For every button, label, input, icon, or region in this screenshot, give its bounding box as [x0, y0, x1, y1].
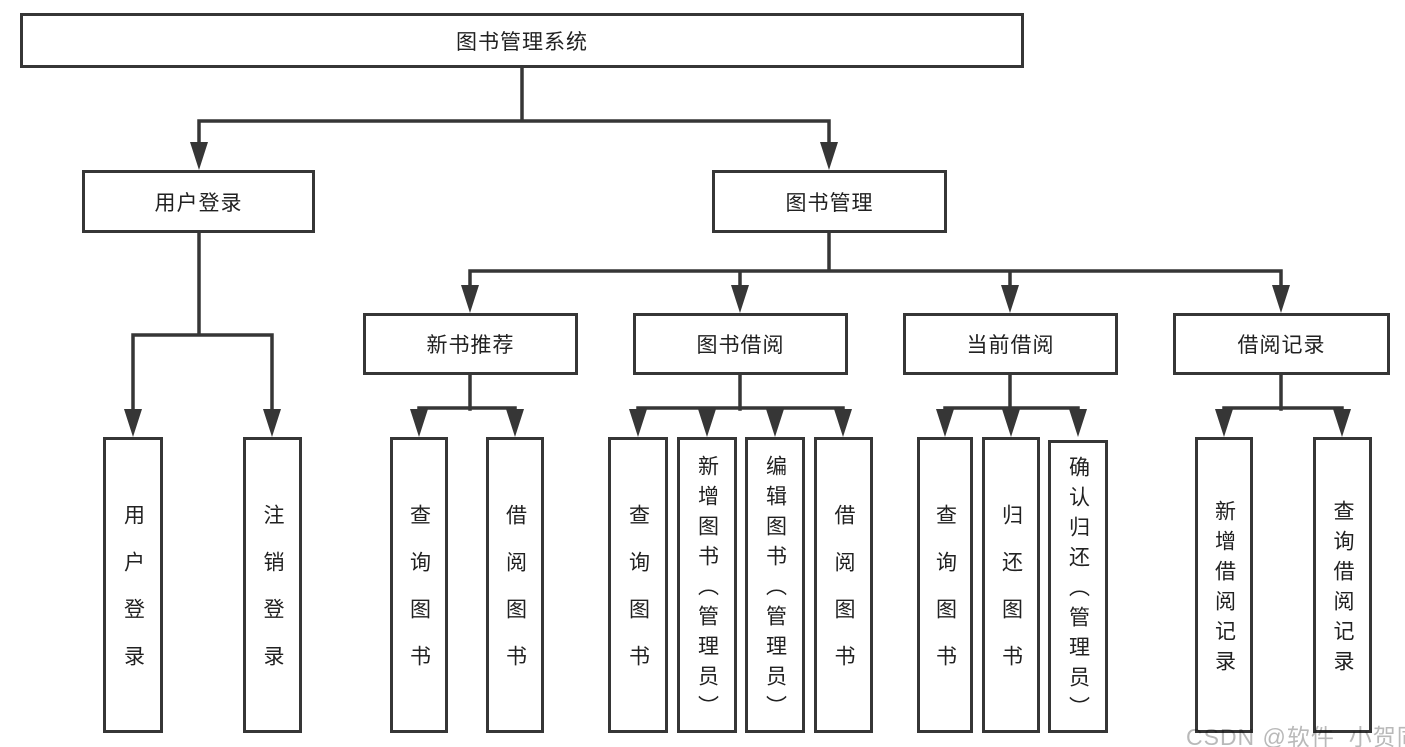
leaf-user-login: 用户登录 — [103, 437, 163, 733]
node-book-borrow: 图书借阅 — [633, 313, 848, 375]
leaf-query-borrow-record: 查询借阅记录 — [1313, 437, 1372, 733]
leaf-edit-book-admin: 编辑图书（管理员） — [745, 437, 805, 733]
node-new-book-recommend-label: 新书推荐 — [426, 334, 515, 357]
leaf-confirm-return-admin-label: 确认归还（管理员） — [1066, 456, 1090, 726]
node-current-borrow: 当前借阅 — [903, 313, 1118, 375]
leaf-query-book-1: 查询图书 — [390, 437, 448, 733]
leaf-query-borrow-record-label: 查询借阅记录 — [1331, 499, 1354, 680]
leaf-borrow-book-2: 借阅图书 — [814, 437, 873, 733]
node-book-management: 图书管理 — [712, 170, 947, 233]
leaf-query-book-1-label: 查询图书 — [407, 504, 431, 692]
leaf-confirm-return-admin: 确认归还（管理员） — [1048, 440, 1108, 733]
node-book-borrow-label: 图书借阅 — [696, 334, 785, 357]
node-root: 图书管理系统 — [20, 13, 1024, 68]
leaf-logout-label: 注销登录 — [261, 504, 284, 692]
leaf-borrow-book-2-label: 借阅图书 — [832, 504, 855, 692]
node-book-management-label: 图书管理 — [785, 191, 874, 215]
leaf-query-book-2-label: 查询图书 — [626, 504, 650, 692]
leaf-return-book-label: 归还图书 — [999, 504, 1023, 692]
leaf-query-book-2: 查询图书 — [608, 437, 668, 733]
leaf-add-book-admin-label: 新增图书（管理员） — [695, 454, 719, 725]
node-new-book-recommend: 新书推荐 — [363, 313, 578, 375]
node-user-login-label: 用户登录 — [154, 191, 243, 215]
leaf-query-book-3-label: 查询图书 — [933, 504, 957, 692]
node-root-label: 图书管理系统 — [456, 30, 588, 54]
csdn-watermark: CSDN @软件_小贺同学 — [1186, 724, 1405, 747]
leaf-query-book-3: 查询图书 — [917, 437, 973, 733]
leaf-logout: 注销登录 — [243, 437, 302, 733]
leaf-edit-book-admin-label: 编辑图书（管理员） — [763, 454, 787, 725]
leaf-add-borrow-record-label: 新增借阅记录 — [1212, 499, 1236, 680]
leaf-user-login-label: 用户登录 — [121, 504, 145, 692]
node-user-login: 用户登录 — [82, 170, 315, 233]
leaf-add-borrow-record: 新增借阅记录 — [1195, 437, 1253, 733]
leaf-add-book-admin: 新增图书（管理员） — [677, 437, 737, 733]
leaf-return-book: 归还图书 — [982, 437, 1040, 733]
node-borrow-records-label: 借阅记录 — [1237, 334, 1326, 357]
leaf-borrow-book-1: 借阅图书 — [486, 437, 544, 733]
node-current-borrow-label: 当前借阅 — [966, 334, 1055, 357]
node-borrow-records: 借阅记录 — [1173, 313, 1390, 375]
leaf-borrow-book-1-label: 借阅图书 — [503, 504, 527, 692]
